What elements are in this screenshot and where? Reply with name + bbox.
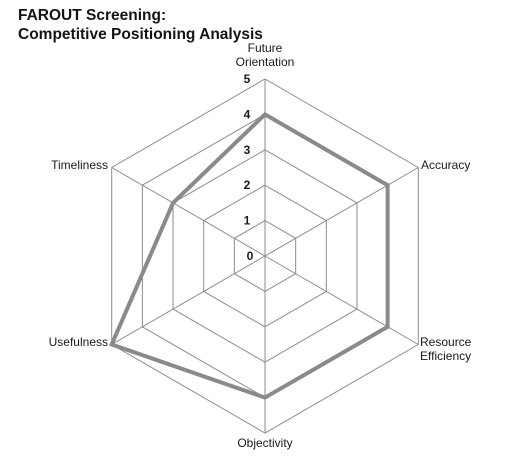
tick-label-4: 4 bbox=[244, 107, 251, 121]
axis-label-line: Orientation bbox=[236, 55, 295, 69]
grid-spoke-2 bbox=[264, 167, 419, 257]
tick-label-1: 1 bbox=[244, 214, 251, 228]
axis-label-5: Usefulness bbox=[49, 335, 108, 349]
radar-tick-labels: 0 1 2 3 4 5 bbox=[244, 72, 254, 263]
axis-label-line: Timeliness bbox=[51, 158, 108, 172]
radar-series bbox=[109, 111, 390, 400]
axis-label-line: Usefulness bbox=[49, 335, 108, 349]
tick-label-2: 2 bbox=[244, 178, 251, 192]
axis-label-line: Resource bbox=[420, 335, 472, 349]
chart-subtitle: Competitive Positioning Analysis bbox=[18, 26, 263, 43]
axis-label-4: Objectivity bbox=[237, 436, 292, 450]
axis-label-line: Efficiency bbox=[420, 349, 471, 363]
tick-label-0: 0 bbox=[247, 249, 254, 263]
grid-spoke-5 bbox=[111, 255, 266, 345]
tick-label-5: 5 bbox=[244, 72, 251, 86]
axis-label-line: Accuracy bbox=[421, 158, 470, 172]
axis-label-line: Future bbox=[248, 41, 283, 55]
axis-label-line: Objectivity bbox=[237, 436, 292, 450]
tick-label-3: 3 bbox=[244, 143, 251, 157]
axis-label-2: Accuracy bbox=[421, 158, 470, 172]
axis-label-6: Timeliness bbox=[51, 158, 108, 172]
chart-title-line-1: FAROUT Screening: bbox=[18, 7, 167, 24]
radar-grid bbox=[111, 78, 419, 434]
series-line bbox=[109, 111, 390, 400]
grid-spoke-3 bbox=[264, 255, 419, 345]
grid-spoke-6 bbox=[111, 167, 266, 257]
chart-title: FAROUT Screening: Competitive Positionin… bbox=[18, 6, 263, 44]
